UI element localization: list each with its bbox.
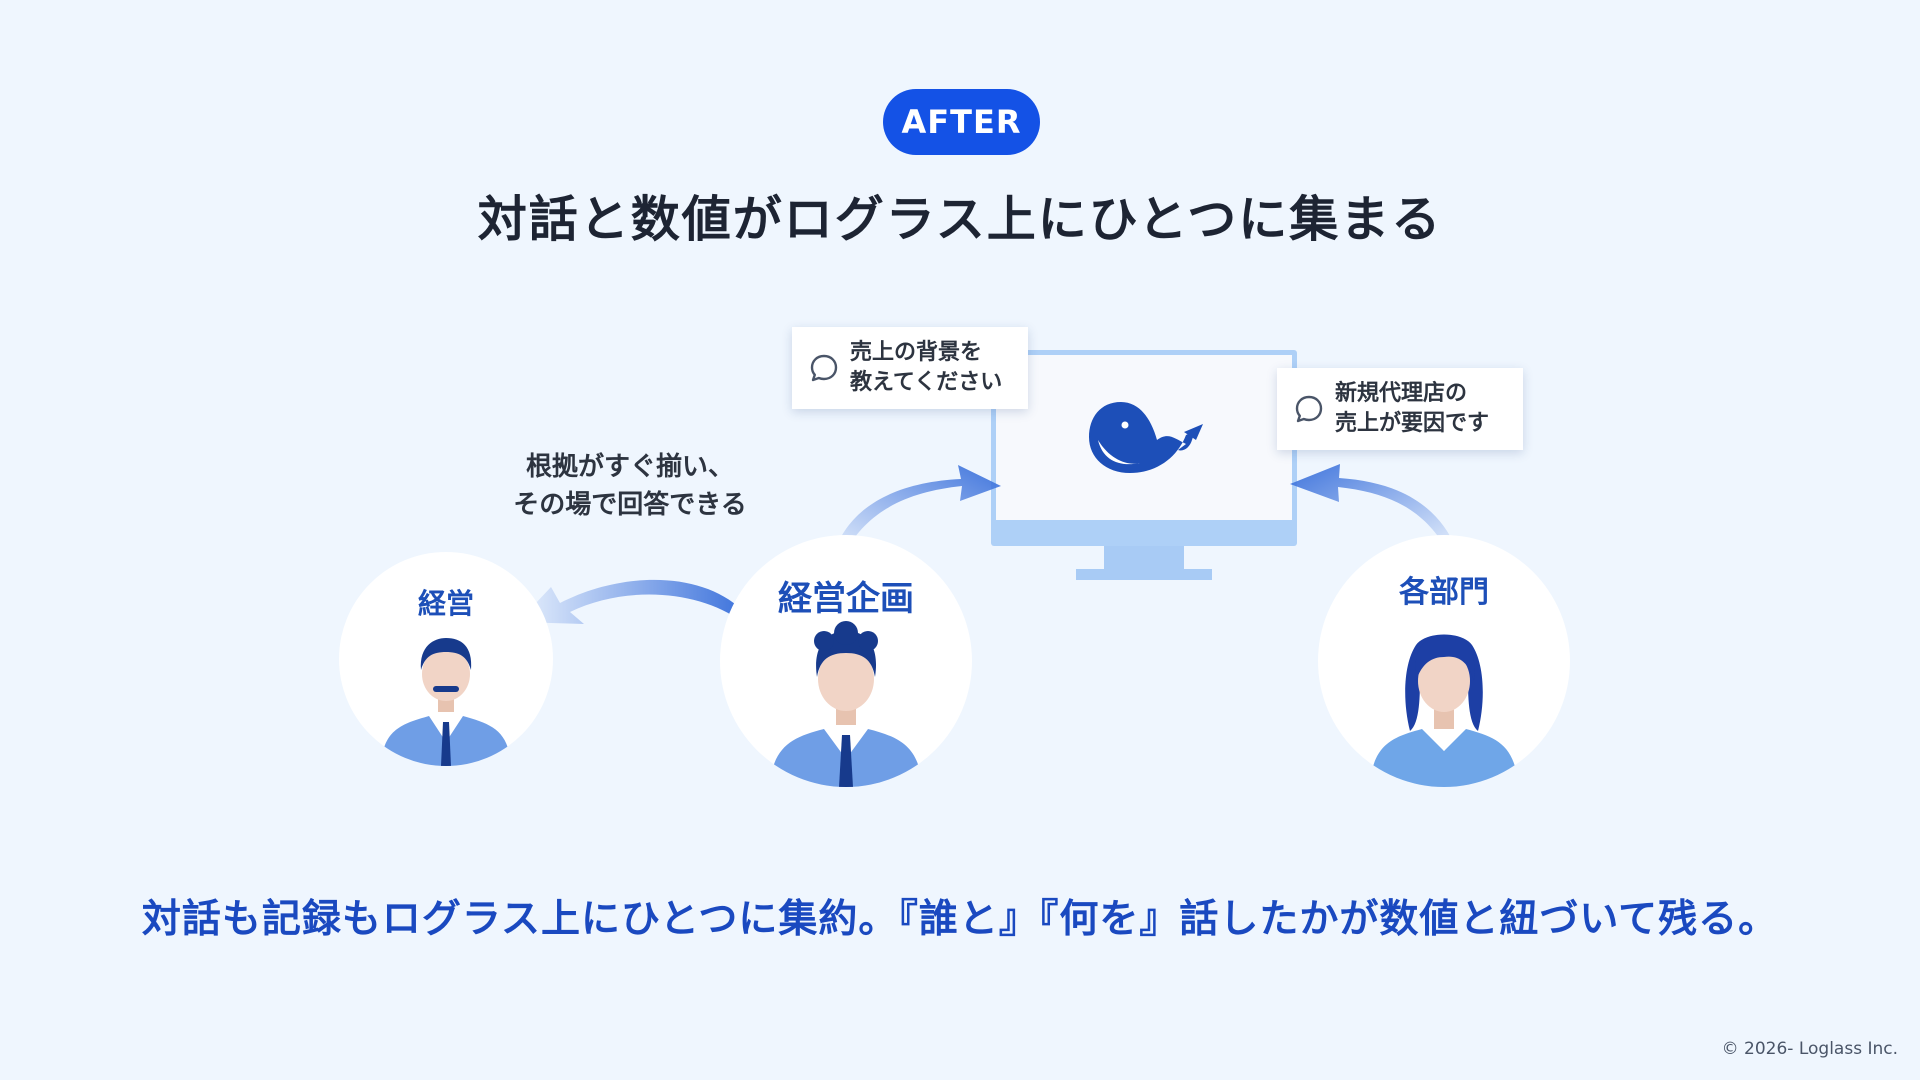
note-line: 根拠がすぐ揃い、 [525,452,734,482]
page-title: 対話と数値がログラス上にひとつに集まる [477,191,1443,248]
bubble-line: 売上の背景を [850,340,983,365]
arrow-icon [1290,464,1456,552]
speech-bubble-question: 売上の背景を 教えてください [792,327,1028,409]
arrow-icon [518,579,742,624]
speech-bubble-answer: 新規代理店の 売上が要因です [1277,368,1523,450]
after-badge: AFTER [883,89,1040,155]
departments-avatar-icon [1370,634,1518,787]
monitor [991,350,1297,580]
annotation-note: 根拠がすぐ揃い、 その場で回答できる [480,448,780,524]
chat-bubble-icon [1295,395,1323,423]
role-label-departments: 各部門 [1399,575,1489,610]
executive-avatar-icon [381,638,511,766]
bubble-line: 新規代理店の [1335,381,1468,406]
copyright-text: © 2026- Loglass Inc. [1721,1039,1898,1059]
bubble-line: 教えてください [850,370,1003,395]
bubble-line: 売上が要因です [1335,411,1490,436]
role-label-executive: 経営 [417,587,474,620]
note-line: その場で回答できる [513,490,747,520]
role-departments: 各部門 [1318,535,1570,787]
arrow-icon [834,465,1001,558]
chat-bubble-icon [810,354,838,382]
role-executive: 経営 [339,552,553,766]
role-label-planning: 経営企画 [778,579,914,619]
planning-avatar-icon [770,621,922,787]
role-planning: 経営企画 [720,535,972,787]
summary-caption: 対話も記録もログラス上にひとつに集約。『誰と』『何を』話したかが数値と紐づいて残… [141,897,1779,942]
whale-logo-icon [1089,402,1203,473]
